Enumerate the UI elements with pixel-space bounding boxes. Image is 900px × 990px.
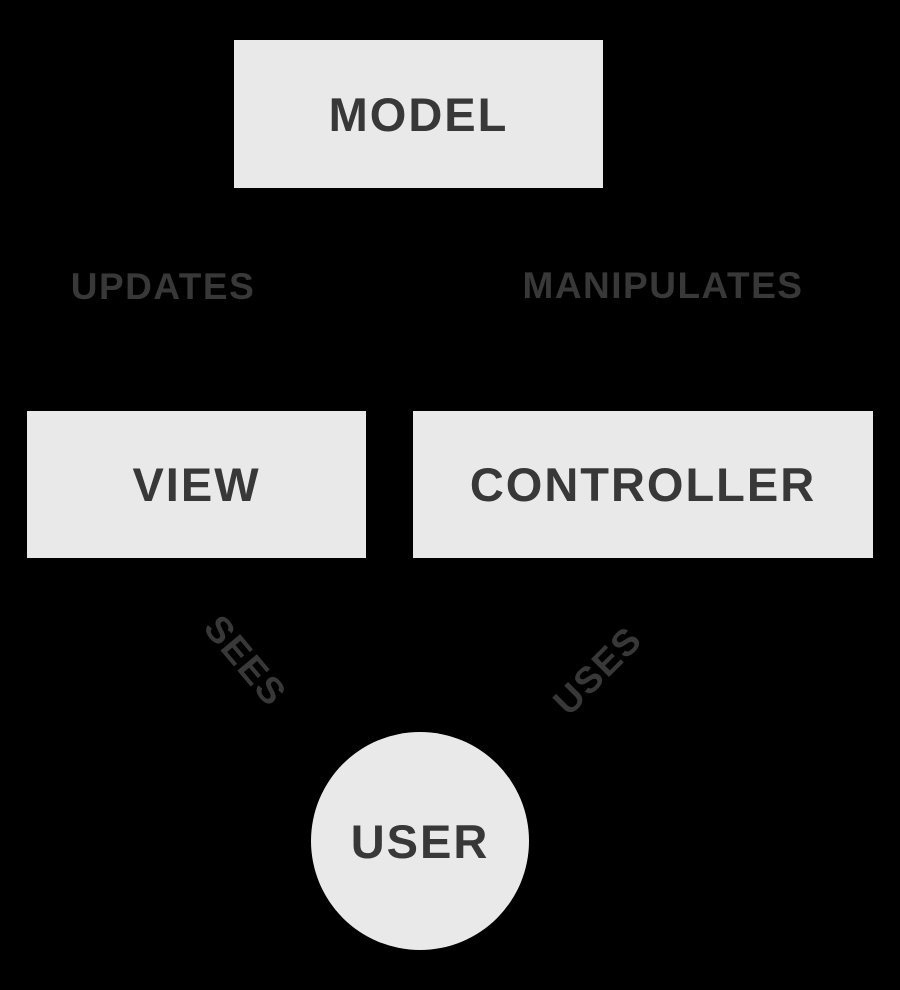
node-view: VIEW bbox=[27, 411, 366, 558]
node-view-label: VIEW bbox=[132, 458, 261, 511]
node-user-label: USER bbox=[350, 814, 490, 868]
edge-label-sees: SEES bbox=[196, 607, 295, 714]
node-model: MODEL bbox=[234, 40, 603, 188]
node-controller: CONTROLLER bbox=[413, 411, 873, 558]
node-controller-label: CONTROLLER bbox=[469, 458, 817, 511]
edge-label-manipulates: MANIPULATES bbox=[522, 265, 804, 306]
edge-label-uses: USES bbox=[545, 618, 650, 723]
edge-label-updates: UPDATES bbox=[70, 266, 256, 307]
node-model-label: MODEL bbox=[328, 87, 509, 141]
node-user: USER bbox=[311, 732, 529, 950]
